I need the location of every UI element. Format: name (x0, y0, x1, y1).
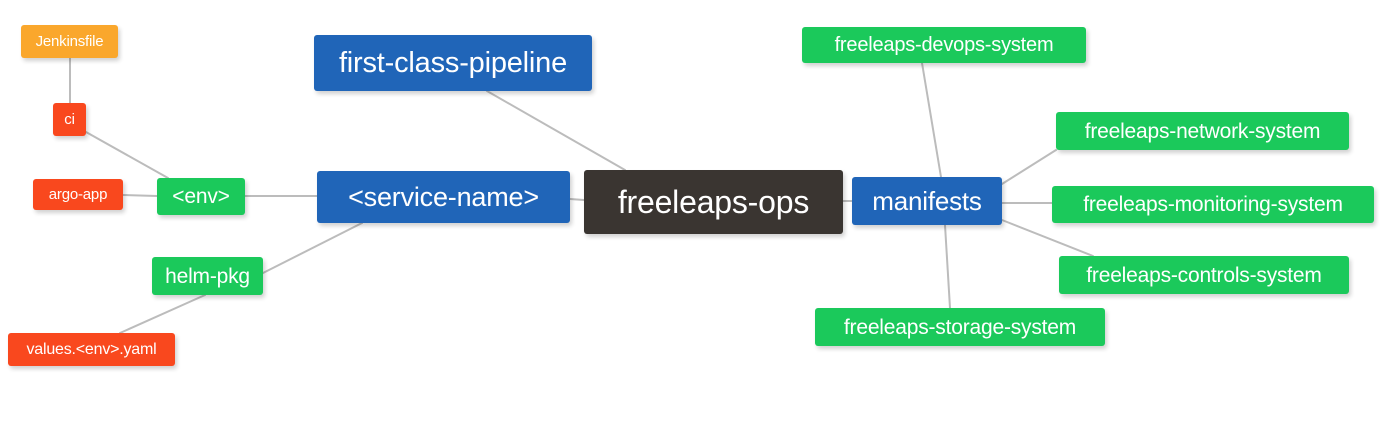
node-label-env: <env> (172, 185, 230, 208)
node-first-class-pipeline[interactable]: first-class-pipeline (314, 35, 592, 91)
node-label-argo-app: argo-app (48, 186, 108, 203)
edge-manifests-controls (1001, 219, 1094, 257)
edge-argo-app-env (122, 194, 158, 197)
edge-first-class-pipeline-ops (486, 90, 626, 171)
edge-ci-env (85, 131, 169, 179)
node-label-freeleaps-monitoring-system: freeleaps-monitoring-system (1083, 193, 1343, 216)
node-freeleaps-monitoring-system[interactable]: freeleaps-monitoring-system (1052, 186, 1374, 223)
edge-service-name-helm-pkg (262, 222, 363, 274)
node-label-ci: ci (64, 111, 75, 128)
node-label-helm-pkg: helm-pkg (165, 264, 250, 288)
node-label-jenkinsfile: Jenkinsfile (35, 33, 104, 50)
node-label-service-name: <service-name> (348, 181, 539, 212)
node-freeleaps-controls-system[interactable]: freeleaps-controls-system (1059, 256, 1349, 294)
node-manifests[interactable]: manifests (852, 177, 1002, 225)
edge-service-name-ops (569, 198, 585, 201)
node-freeleaps-storage-system[interactable]: freeleaps-storage-system (815, 308, 1105, 346)
edge-helm-pkg-values (119, 294, 206, 334)
node-service-name[interactable]: <service-name> (317, 171, 570, 223)
node-label-freeleaps-network-system: freeleaps-network-system (1084, 119, 1321, 143)
node-freeleaps-devops-system[interactable]: freeleaps-devops-system (802, 27, 1086, 63)
node-ci[interactable]: ci (53, 103, 86, 136)
node-argo-app[interactable]: argo-app (33, 179, 123, 210)
node-freeleaps-ops[interactable]: freeleaps-ops (584, 170, 843, 234)
node-freeleaps-network-system[interactable]: freeleaps-network-system (1056, 112, 1349, 150)
node-label-freeleaps-ops: freeleaps-ops (617, 184, 810, 220)
node-label-freeleaps-storage-system: freeleaps-storage-system (843, 315, 1077, 339)
edge-manifests-devops (921, 62, 942, 178)
edge-manifests-network (1001, 149, 1057, 185)
node-label-manifests: manifests (872, 186, 982, 216)
node-label-first-class-pipeline: first-class-pipeline (338, 46, 568, 79)
node-label-values-env-yaml: values.<env>.yaml (26, 340, 157, 358)
node-env[interactable]: <env> (157, 178, 245, 215)
node-label-freeleaps-controls-system: freeleaps-controls-system (1086, 263, 1322, 287)
node-values-env-yaml[interactable]: values.<env>.yaml (8, 333, 175, 366)
node-helm-pkg[interactable]: helm-pkg (152, 257, 263, 295)
node-jenkinsfile[interactable]: Jenkinsfile (21, 25, 118, 58)
node-label-freeleaps-devops-system: freeleaps-devops-system (834, 34, 1054, 56)
edge-manifests-storage (944, 224, 951, 309)
